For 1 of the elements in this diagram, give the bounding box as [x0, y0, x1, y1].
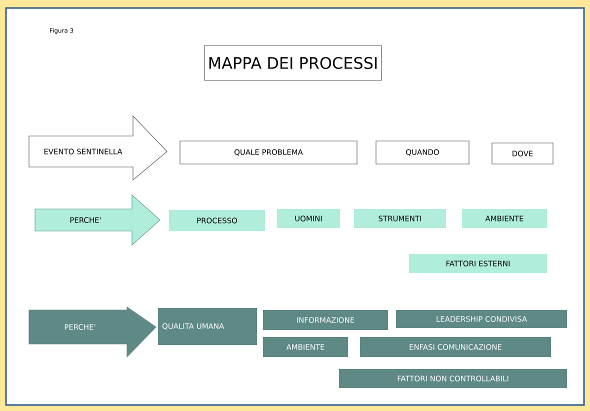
- title-box: MAPPA DEI PROCESSI: [204, 45, 382, 81]
